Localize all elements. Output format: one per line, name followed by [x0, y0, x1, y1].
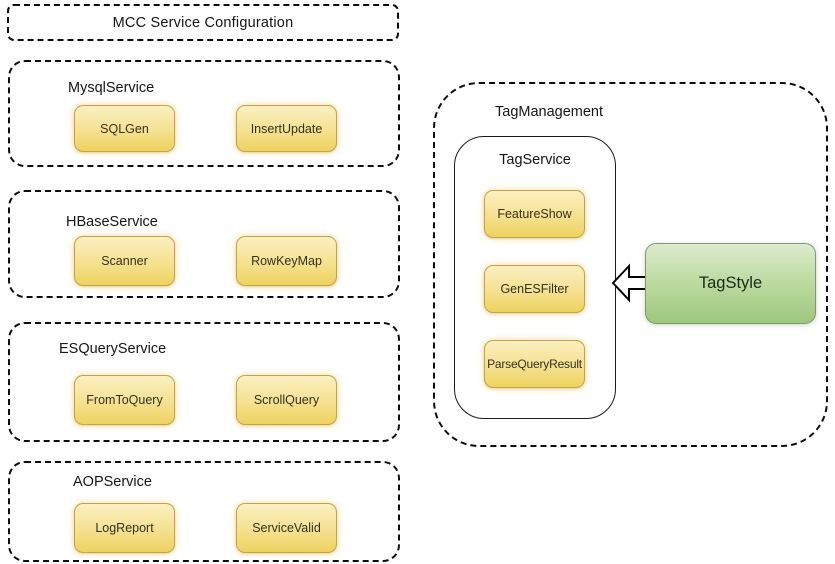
group-aopservice: AOPService LogReport ServiceValid	[8, 461, 400, 562]
group-mysqlservice-label: MysqlService	[68, 80, 155, 96]
node-scanner: Scanner	[74, 236, 175, 286]
group-esqueryservice: ESQueryService FromToQuery ScrollQuery	[8, 322, 400, 442]
node-genesfilter: GenESFilter	[484, 265, 585, 313]
node-tagstyle: TagStyle	[645, 243, 816, 324]
group-esqueryservice-label: ESQueryService	[59, 341, 167, 357]
node-scrollquery: ScrollQuery	[236, 375, 337, 425]
node-fromtoquery: FromToQuery	[74, 375, 175, 425]
mcc-config-title: MCC Service Configuration	[112, 14, 294, 31]
hollow-left-arrow-icon	[611, 263, 647, 303]
node-rowkeymap: RowKeyMap	[236, 236, 337, 286]
mcc-config-box: MCC Service Configuration	[7, 4, 399, 41]
tagmanagement-box: TagManagement TagService FeatureShow Gen…	[433, 82, 828, 447]
tagservice-box: TagService FeatureShow GenESFilter Parse…	[454, 136, 616, 419]
node-insertupdate: InsertUpdate	[236, 105, 337, 152]
group-hbaseservice-label: HBaseService	[66, 214, 158, 230]
tagservice-label: TagService	[499, 152, 571, 168]
node-sqlgen: SQLGen	[74, 105, 175, 152]
group-aopservice-label: AOPService	[73, 474, 152, 490]
node-parsequeryresult: ParseQueryResult	[484, 340, 585, 388]
node-logreport: LogReport	[74, 503, 175, 553]
group-mysqlservice: MysqlService SQLGen InsertUpdate	[8, 60, 400, 167]
group-hbaseservice: HBaseService Scanner RowKeyMap	[8, 190, 400, 298]
tagmanagement-label: TagManagement	[495, 104, 604, 120]
node-featureshow: FeatureShow	[484, 190, 585, 238]
arrow-tagstyle-to-tagservice	[611, 262, 647, 304]
node-servicevalid: ServiceValid	[236, 503, 337, 553]
